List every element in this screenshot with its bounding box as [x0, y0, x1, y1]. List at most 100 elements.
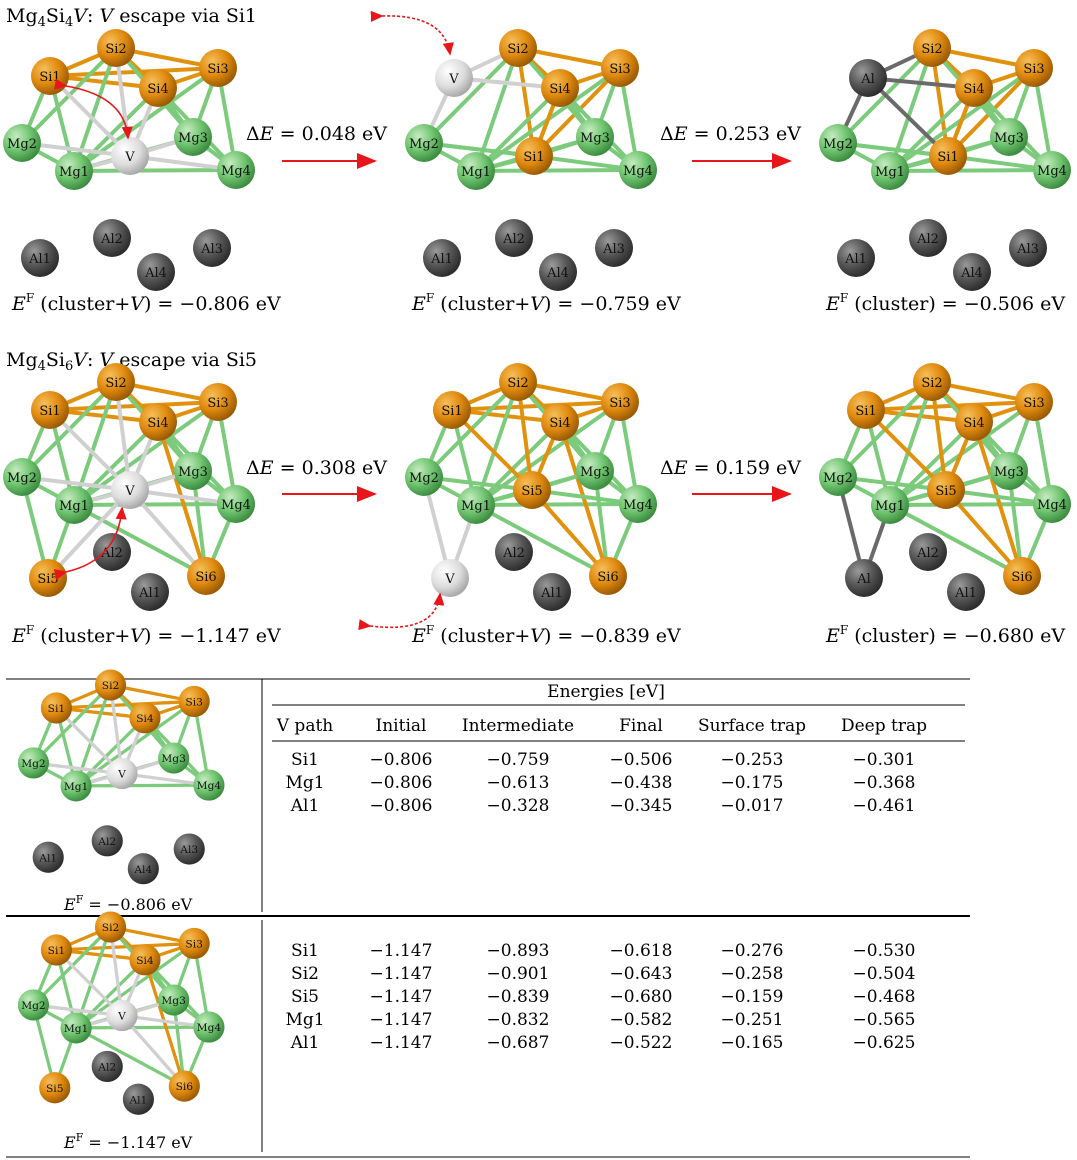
atom-label: Mg1	[59, 165, 89, 180]
atom-label: V	[117, 768, 126, 781]
row2-cluster2-atom-al2: Al2	[495, 533, 533, 571]
thumb1-cluster-atom-si3: Si3	[178, 685, 210, 718]
row2-exchange-arrow	[53, 506, 127, 580]
atom-label: Si4	[147, 416, 168, 431]
row2-cluster3-atom-si5: Si5	[927, 471, 965, 509]
atom-sphere	[93, 219, 131, 257]
row2-clusters: Si2Si3Si1Si4Mg3Mg2VMg4Mg1Al2Si6Si5Al1Si2…	[3, 363, 1071, 631]
row1-cluster3-atom-si3: Si3	[1015, 49, 1053, 87]
row1-cluster3-atom-mg1: Mg1	[871, 152, 909, 190]
atom-label: Al1	[540, 586, 563, 601]
thumb2-cluster-atom-mg1: Mg1	[60, 1012, 92, 1044]
atom-sphere	[193, 769, 225, 801]
atom-sphere	[576, 452, 614, 490]
atom-sphere	[990, 452, 1028, 490]
atom-sphere	[819, 124, 857, 162]
panel2-energy-1: EF (cluster+V) = −1.147 eV	[11, 623, 281, 647]
atom-label: Si5	[521, 484, 542, 499]
row2-cluster2-bond	[450, 400, 622, 412]
atom-label: Al2	[502, 546, 525, 561]
row2-cluster1-atom-si2: Si2	[97, 363, 135, 401]
atom-label: Si6	[176, 1080, 194, 1093]
panel1-energy-3: EF (cluster) = −0.506 eV	[825, 291, 1065, 315]
table-cell: −1.147	[370, 941, 433, 961]
row1-cluster2-atom-si1: Si1	[515, 137, 553, 175]
panel2-arrow2-label: ΔE = 0.159 eV	[660, 457, 801, 479]
table-cell: Si1	[291, 750, 319, 770]
atom-label: Mg1	[59, 499, 89, 514]
atom-sphere	[499, 363, 537, 401]
atom-label: Mg4	[221, 164, 251, 179]
atom-sphere	[32, 841, 64, 873]
atom-sphere	[601, 49, 639, 87]
row2-cluster3-atom-al: Al	[845, 559, 883, 597]
atom-sphere	[127, 853, 159, 885]
table-cell: −0.893	[487, 941, 550, 961]
row1-cluster2-atom-si3: Si3	[601, 49, 639, 87]
atom-label: Mg2	[7, 471, 37, 486]
atom-label: Si1	[48, 702, 65, 715]
atom-sphere	[927, 471, 965, 509]
row2-cluster3-bond	[972, 420, 1024, 578]
panel1-title: Mg4Si4V: V escape via Si1	[6, 5, 257, 30]
atom-label: Si1	[855, 404, 876, 419]
table-row: Si1−1.147−0.893−0.618−0.276−0.530	[291, 941, 915, 961]
atom-label: Mg2	[823, 471, 853, 486]
thumb2-cluster-bond	[74, 1026, 186, 1088]
atom-sphere	[187, 557, 225, 595]
table-cell: −0.368	[853, 773, 916, 793]
atom-sphere	[193, 1011, 225, 1043]
atom-sphere	[595, 229, 633, 267]
row2-cluster2-atom-si5: Si5	[513, 471, 551, 509]
row1-cluster1-atom-si3: Si3	[199, 49, 237, 87]
table-column-header: Intermediate	[462, 716, 574, 736]
row1-cluster2-atom-al4: Al4	[539, 253, 577, 291]
atom-label: Mg4	[1037, 164, 1067, 179]
atom-label: Al1	[28, 252, 51, 267]
atom-sphere	[106, 758, 138, 790]
atom-sphere	[589, 557, 627, 595]
atom-sphere	[174, 452, 212, 490]
atom-sphere	[129, 944, 161, 976]
table-cell: Si1	[291, 941, 319, 961]
atom-label: Mg4	[1037, 498, 1067, 513]
table-column-header: Final	[619, 716, 663, 736]
row1-cluster3-atom-si1: Si1	[929, 137, 967, 175]
row1-cluster3-atom-mg2: Mg2	[819, 124, 857, 162]
row2-cluster1-atom-si6: Si6	[187, 557, 225, 595]
atom-label: V	[117, 1010, 126, 1023]
row1-cluster1-atom-mg4: Mg4	[217, 151, 255, 189]
table-cell: −0.438	[610, 773, 673, 793]
atom-sphere	[953, 253, 991, 291]
table-cell: −0.618	[610, 941, 673, 961]
thumb2-cluster-bond	[120, 1013, 186, 1088]
row1-cluster3-atom-mg3: Mg3	[990, 118, 1028, 156]
atom-sphere	[3, 124, 41, 162]
atom-sphere	[955, 69, 993, 107]
thumb2-cluster-bond	[54, 941, 196, 952]
table-column-header: V path	[276, 716, 334, 736]
row2-cluster1-atom-mg2: Mg2	[3, 458, 41, 496]
row1-cluster2-atom-mg1: Mg1	[457, 152, 495, 190]
thumb2-cluster-bond	[74, 958, 147, 1030]
thumb2-cluster-atom-si2: Si2	[94, 911, 127, 943]
atom-label: Mg4	[221, 498, 251, 513]
table-cell: −0.806	[370, 750, 433, 770]
row1-cluster1-atom-mg1: Mg1	[55, 152, 93, 190]
thumb2-cluster-atom-al1: Al1	[122, 1083, 154, 1115]
table-cell: −0.901	[487, 964, 550, 984]
atom-sphere	[17, 989, 50, 1021]
table-cell: −0.328	[487, 796, 550, 816]
row1-cluster1-bond	[72, 168, 238, 173]
atom-sphere	[97, 363, 135, 401]
atom-sphere	[541, 69, 579, 107]
atom-sphere	[40, 934, 72, 966]
atom-sphere	[193, 229, 231, 267]
atom-label: Si1	[39, 404, 60, 419]
row2-cluster1-atom-mg4: Mg4	[217, 485, 255, 523]
